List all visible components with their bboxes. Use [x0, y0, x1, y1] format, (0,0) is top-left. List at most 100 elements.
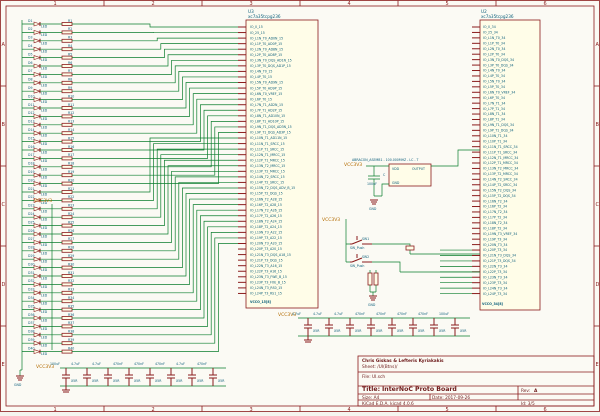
title-block-authors: Chris Giskas & Lefteris Kyriakakis	[362, 358, 444, 364]
led-rail-gnd-label: GND	[14, 383, 22, 387]
u2-pin-label: IO_L4P_T0_34	[483, 74, 505, 78]
led-rail-vcc-label: VCC3V3	[34, 198, 52, 204]
bank-b-cap-value: 100uF	[50, 362, 60, 366]
led-resistor	[62, 174, 72, 177]
border-row-left: E	[2, 362, 5, 368]
u3-component[interactable]: U3 xc7a35tcpg236 IO_0_15IO_25_15IO_L1N_T…	[238, 9, 318, 308]
border-col-top: 5	[446, 1, 449, 7]
led-resistor-ref: R9	[68, 86, 72, 90]
u3-power-pin: VCCO_15[8]	[250, 300, 272, 304]
u3-pin-label: IO_L20N_T3_A20_15	[250, 242, 282, 246]
u2-pin-label: IO_L14N_T2_SRCC_34	[483, 178, 518, 182]
u3-pin-label: IO_L23P_T3_FOE_B_15	[250, 281, 286, 285]
u3-pin-label: IO_L19N_T3_A22_15	[250, 231, 282, 235]
led-resistor	[62, 157, 72, 160]
led-ref: D14	[28, 128, 35, 132]
title-block-title-prefix: Title:	[362, 386, 380, 393]
led-resistor-ref: R10	[68, 94, 74, 98]
led-resistor	[62, 191, 72, 194]
led-value: LED	[41, 260, 48, 264]
led-resistor	[62, 308, 72, 311]
u2-pin-label: IO_L13P_T2_MRCC_34	[483, 172, 518, 176]
oscillator-gnd-label: GND	[369, 207, 377, 211]
led-resistor	[62, 65, 72, 68]
led-resistor	[62, 165, 72, 168]
bank-b-cap-value: 4.7uF	[176, 362, 185, 366]
led-resistor	[62, 123, 72, 126]
u2-pin-label: IO_L2P_T0_34	[483, 52, 505, 56]
sw2-ref: SW2	[362, 255, 369, 259]
led-resistor	[62, 56, 72, 59]
u2-pin-label: IO_L12P_T1_MRCC_34	[483, 161, 518, 165]
bank-a-cap-voltage: X5R	[355, 329, 362, 333]
led-value: LED	[41, 41, 48, 45]
led-value: LED	[41, 167, 48, 171]
u3-pin-label: IO_L8N_T1_AD10N_15	[250, 114, 285, 118]
u2-pin-label: IO_L11P_T1_SRCC_34	[483, 150, 517, 154]
led-resistor	[62, 342, 72, 345]
u2-pin-label: IO_L12N_T1_MRCC_34	[483, 156, 518, 160]
oscillator-output-pin: OUTPUT	[412, 167, 425, 171]
led-resistor-ref: R35	[68, 304, 74, 308]
u2-pin-label: IO_L20N_T3_34	[483, 243, 507, 247]
u3-pin-label: IO_L14P_T2_SRCC_15	[250, 181, 284, 185]
bank-b-cap-value: 470nF	[113, 362, 123, 366]
u3-pin-label: IO_L5P_T0_AD9P_15	[250, 86, 282, 90]
bank-b-cap-voltage: X5R	[155, 379, 162, 383]
led-resistor-ref: R32	[68, 279, 74, 283]
led-value: LED	[41, 151, 48, 155]
u3-pin-label: IO_25_15	[250, 31, 265, 35]
led-ref: D25	[28, 220, 35, 224]
led-resistor	[62, 275, 72, 278]
led-resistor-ref: R36	[68, 313, 74, 317]
u2-pin-label: IO_L19N_T3_VREF_34	[483, 232, 517, 236]
led-value: LED	[41, 235, 48, 239]
led-ref: D26	[28, 229, 35, 233]
led-resistor-ref: R2	[68, 27, 72, 31]
led-value: LED	[41, 67, 48, 71]
led-value: LED	[41, 92, 48, 96]
led-value: LED	[41, 344, 48, 348]
led-value: LED	[41, 243, 48, 247]
led-resistor	[62, 300, 72, 303]
u3-pin-label: IO_L14N_T2_SRCC_15	[250, 175, 285, 179]
u2-pin-label: IO_L22P_T3_34	[483, 270, 507, 274]
led-resistor	[62, 207, 72, 210]
led-ref: D5	[28, 52, 32, 56]
sw2-value: SW_Push	[350, 264, 364, 268]
led-ref: D34	[28, 296, 35, 300]
led-resistor-ref: R6	[68, 61, 72, 65]
u2-pin-label: IO_L18N_T2_34	[483, 221, 507, 225]
bank-a-cap-value: 470nF	[397, 312, 407, 316]
led-resistor-ref: R28	[68, 246, 74, 250]
switch-gnd-label: GND	[368, 303, 376, 307]
u2-pin-label: IO_L21P_T3_DQS_34	[483, 259, 516, 263]
bank-b-cap-voltage: X5R	[176, 379, 183, 383]
u2-pin-label: IO_L4N_T0_34	[483, 69, 505, 73]
led-ref: D19	[28, 170, 35, 174]
led-ref: D28	[28, 246, 35, 250]
border-row-right: B	[596, 122, 600, 128]
led-resistor-ref: R29	[68, 254, 74, 258]
u2-value: xc7a35tcpg236	[481, 14, 514, 19]
bank-a-cap-value: 100uF	[439, 312, 449, 316]
u2-pin-label: IO_L16P_T2_34	[483, 205, 507, 209]
led-resistor-ref: R33	[68, 288, 74, 292]
u3-pin-label: IO_L20P_T3_A20_15	[250, 247, 282, 251]
led-resistor	[62, 249, 72, 252]
border-row-right: A	[596, 42, 600, 48]
u2-pin-label: IO_L10P_T1_34	[483, 139, 507, 143]
led-value: LED	[41, 335, 48, 339]
u2-component[interactable]: U2 xc7a35tcpg236 IO_0_34IO_25_34IO_L1N_T…	[472, 9, 540, 310]
led-resistor-ref: R12	[68, 111, 74, 115]
title-block-file: File: UI.sch	[362, 374, 385, 380]
led-resistor-ref: R14	[68, 128, 74, 132]
led-value: LED	[41, 83, 48, 87]
led-resistor-ref: R27	[68, 237, 74, 241]
u3-pin-label: IO_L2N_T0_AD8N_15	[250, 47, 283, 51]
led-value: LED	[41, 319, 48, 323]
led-ref: D9	[28, 86, 32, 90]
led-value: LED	[41, 50, 48, 54]
u2-pin-label: IO_L15P_T2_DQS_34	[483, 194, 516, 198]
u2-pin-label: IO_L17N_T2_34	[483, 210, 507, 214]
